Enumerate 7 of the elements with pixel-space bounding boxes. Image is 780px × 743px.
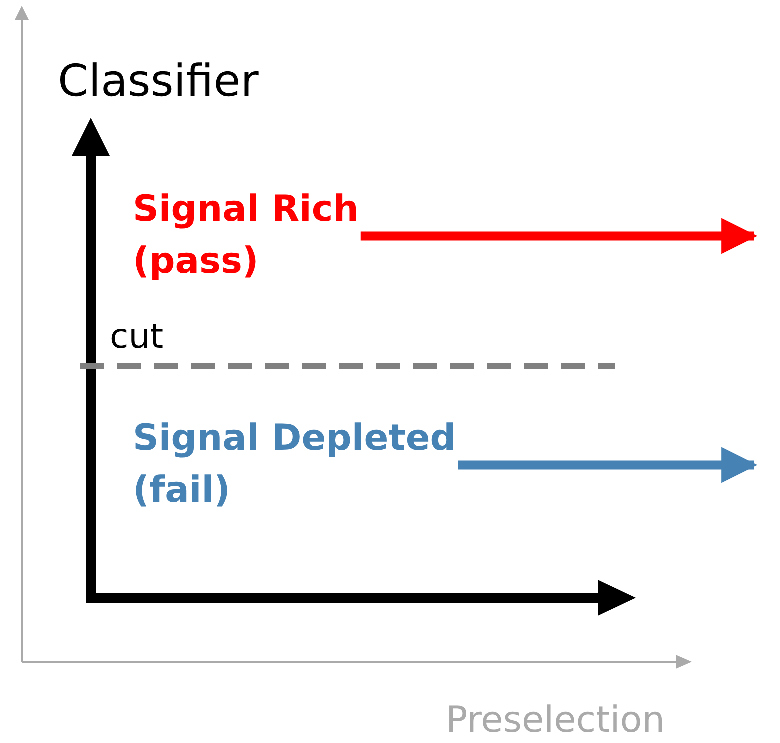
axis-title: Preselection [446, 703, 666, 739]
arrow [458, 447, 758, 484]
arrow [360, 218, 758, 254]
category-label: Signal Rich (pass) [133, 188, 360, 284]
axis-title: Classifier [58, 60, 259, 104]
category-label: Signal Depleted (fail) [133, 417, 457, 514]
cut-label: cut [110, 320, 164, 354]
